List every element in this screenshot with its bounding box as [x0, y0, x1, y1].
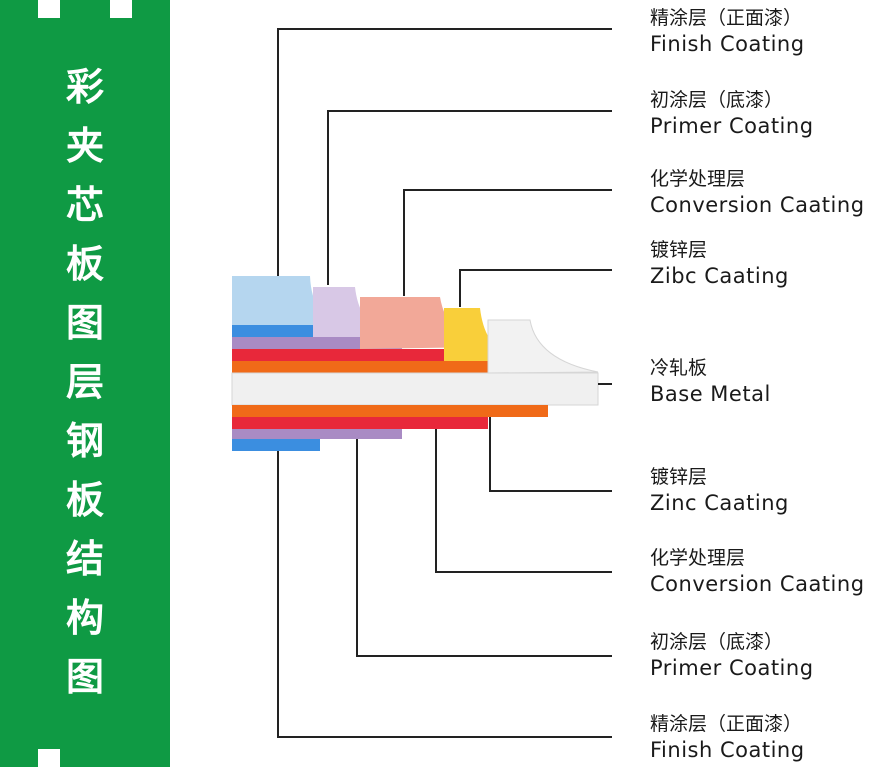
- zinc-layer-edge: [232, 361, 548, 373]
- label-zh: 镀锌层: [650, 466, 708, 488]
- label-zh: 初涂层（底漆）: [650, 631, 784, 653]
- zinc-layer-bottom: [232, 405, 548, 417]
- banner-char: 结: [65, 537, 104, 581]
- label-en: Primer Coating: [650, 114, 814, 138]
- label-en: Zibc Caating: [650, 264, 789, 288]
- label-conversion-bottom: 化学处理层 Conversion Caating: [650, 546, 865, 598]
- title-banner: 彩 夹 芯 板 图 层 钢 板 结 构 图: [0, 0, 170, 767]
- banner-char: 层: [65, 360, 104, 404]
- zinc-layer-top: [444, 308, 520, 361]
- banner-char: 芯: [65, 183, 104, 227]
- label-zh: 镀锌层: [650, 239, 708, 261]
- leader-line: [403, 189, 612, 296]
- banner-char: 图: [65, 655, 104, 699]
- banner-title: 彩 夹 芯 板 图 层 钢 板 结 构 图: [0, 58, 170, 707]
- banner-char: 板: [65, 478, 104, 522]
- label-en: Zinc Caating: [650, 491, 789, 515]
- label-finish-coating-bottom: 精涂层（正面漆） Finish Coating: [650, 712, 805, 764]
- label-en: Primer Coating: [650, 656, 814, 680]
- label-primer-coating-bottom: 初涂层（底漆） Primer Coating: [650, 630, 814, 682]
- leader-line: [435, 429, 612, 573]
- leader-line: [277, 28, 612, 276]
- label-zh: 初涂层（底漆）: [650, 89, 784, 111]
- label-zinc-bottom: 镀锌层 Zinc Caating: [650, 465, 789, 517]
- banner-char: 图: [65, 301, 104, 345]
- label-en: Conversion Caating: [650, 193, 865, 217]
- label-zh: 冷轧板: [650, 357, 708, 379]
- banner-char: 彩: [65, 65, 104, 109]
- primer-coating-bottom: [232, 429, 402, 439]
- label-zh: 精涂层（正面漆）: [650, 713, 803, 735]
- conversion-layer-bottom: [232, 417, 488, 429]
- banner-char: 钢: [65, 419, 104, 463]
- primer-coating-edge: [232, 337, 402, 349]
- banner-char: 夹: [65, 124, 104, 168]
- finish-coating-bottom: [232, 439, 320, 451]
- conversion-layer-edge: [232, 349, 488, 361]
- leader-line: [356, 439, 612, 657]
- finish-coating-edge: [232, 325, 332, 337]
- label-zh: 化学处理层: [650, 168, 746, 190]
- leader-line: [277, 451, 612, 738]
- label-finish-coating-top: 精涂层（正面漆） Finish Coating: [650, 6, 805, 58]
- label-zinc-top: 镀锌层 Zibc Caating: [650, 238, 789, 290]
- label-en: Finish Coating: [650, 738, 805, 762]
- label-conversion-top: 化学处理层 Conversion Caating: [650, 167, 865, 219]
- base-metal-core: [231, 372, 599, 406]
- label-en: Base Metal: [650, 382, 771, 406]
- leader-line: [327, 110, 612, 285]
- label-zh: 精涂层（正面漆）: [650, 7, 803, 29]
- label-en: Conversion Caating: [650, 572, 865, 596]
- base-metal-top: [487, 319, 599, 374]
- label-zh: 化学处理层: [650, 547, 746, 569]
- banner-char: 构: [65, 596, 104, 640]
- leader-line: [489, 417, 612, 492]
- label-primer-coating-top: 初涂层（底漆） Primer Coating: [650, 88, 814, 140]
- label-base-metal: 冷轧板 Base Metal: [650, 356, 771, 408]
- primer-coating-top: [313, 287, 400, 337]
- label-en: Finish Coating: [650, 32, 805, 56]
- banner-char: 板: [65, 242, 104, 286]
- leader-line: [459, 269, 612, 307]
- banner-stripe: [38, 749, 60, 767]
